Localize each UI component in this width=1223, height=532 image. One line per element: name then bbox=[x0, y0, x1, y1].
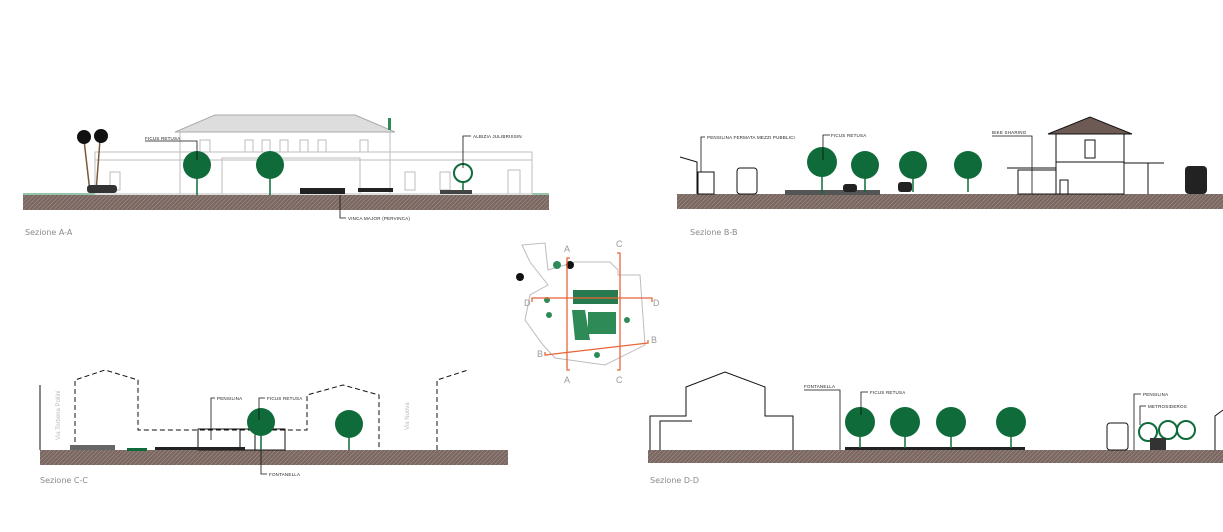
tree bbox=[936, 407, 966, 448]
tree bbox=[453, 163, 473, 192]
cut-label: C bbox=[616, 375, 623, 385]
cut-label: D bbox=[653, 298, 660, 308]
section-title: Sezione B-B bbox=[690, 228, 737, 237]
label-albizia: ALBIZIA JULIBRISSIN bbox=[473, 134, 522, 139]
north-arrow-icon bbox=[516, 273, 524, 281]
tree bbox=[851, 151, 879, 192]
label-ficus-retusa: FICUS RETUSA bbox=[145, 136, 180, 141]
section-title: Sezione C-C bbox=[40, 476, 88, 485]
tree bbox=[256, 151, 284, 195]
tree bbox=[247, 408, 275, 450]
ground bbox=[40, 450, 508, 465]
cut-label: D bbox=[524, 298, 531, 308]
section-c-c: Via Torbena Pollini Via Nuova PENSILINA … bbox=[39, 369, 508, 485]
label-metrosideros: METROSIDEROS bbox=[1148, 404, 1187, 409]
tree bbox=[954, 151, 982, 192]
label-ficus-retusa: FICUS RETUSA bbox=[267, 396, 302, 401]
section-d-d: FONTANELLA FICUS RETUSA PENSILINA METROS… bbox=[648, 371, 1223, 485]
label-fontanella: FONTANELLA bbox=[804, 384, 835, 389]
cut-label: A bbox=[564, 244, 570, 254]
metrosideros-trees bbox=[1138, 420, 1196, 450]
tree bbox=[807, 147, 837, 194]
tree bbox=[996, 407, 1026, 448]
label-fontanella: FONTANELLA bbox=[269, 472, 300, 477]
section-a-a: FICUS RETUSA ALBIZIA JULIBRISSIN VINCA M… bbox=[23, 114, 549, 237]
bus bbox=[736, 167, 758, 195]
label-bike-sharing: BIKE SHARING bbox=[992, 130, 1027, 135]
tree bbox=[890, 407, 920, 448]
tree bbox=[183, 151, 211, 195]
tree bbox=[335, 410, 363, 450]
cut-label: A bbox=[564, 375, 570, 385]
station-building-bb bbox=[1007, 116, 1164, 195]
tree bbox=[845, 407, 875, 448]
street-label: Via Torbena Pollini bbox=[56, 391, 62, 440]
ground bbox=[648, 450, 1223, 463]
label-pensilina: PENSILINA bbox=[217, 396, 242, 401]
cut-label: B bbox=[537, 349, 543, 359]
cut-label: C bbox=[616, 239, 623, 249]
label-ficus-retusa: FICUS RETUSA bbox=[870, 390, 905, 395]
site-plan: A A C C D D B B bbox=[516, 239, 660, 385]
label-pensilina: PENSILINA bbox=[1143, 392, 1168, 397]
bus bbox=[1106, 422, 1129, 451]
ground bbox=[677, 194, 1223, 209]
section-title: Sezione D-D bbox=[650, 476, 699, 485]
cut-label: B bbox=[651, 335, 657, 345]
label-vinca-major: VINCA MAJOR (PERVINCA) bbox=[348, 216, 410, 221]
palm-trees bbox=[77, 129, 108, 193]
street-label: Via Nuova bbox=[405, 402, 411, 430]
tree bbox=[899, 151, 927, 192]
section-title: Sezione A-A bbox=[25, 228, 73, 237]
section-b-b: PENSILINA FERMATA MEZZI PUBBLICI FICUS R… bbox=[677, 116, 1223, 237]
train bbox=[1185, 166, 1207, 194]
ground bbox=[23, 195, 549, 210]
label-ficus-retusa: FICUS RETUSA bbox=[831, 133, 866, 138]
label-pensilina-fermata: PENSILINA FERMATA MEZZI PUBBLICI bbox=[707, 135, 795, 140]
car bbox=[87, 185, 117, 193]
